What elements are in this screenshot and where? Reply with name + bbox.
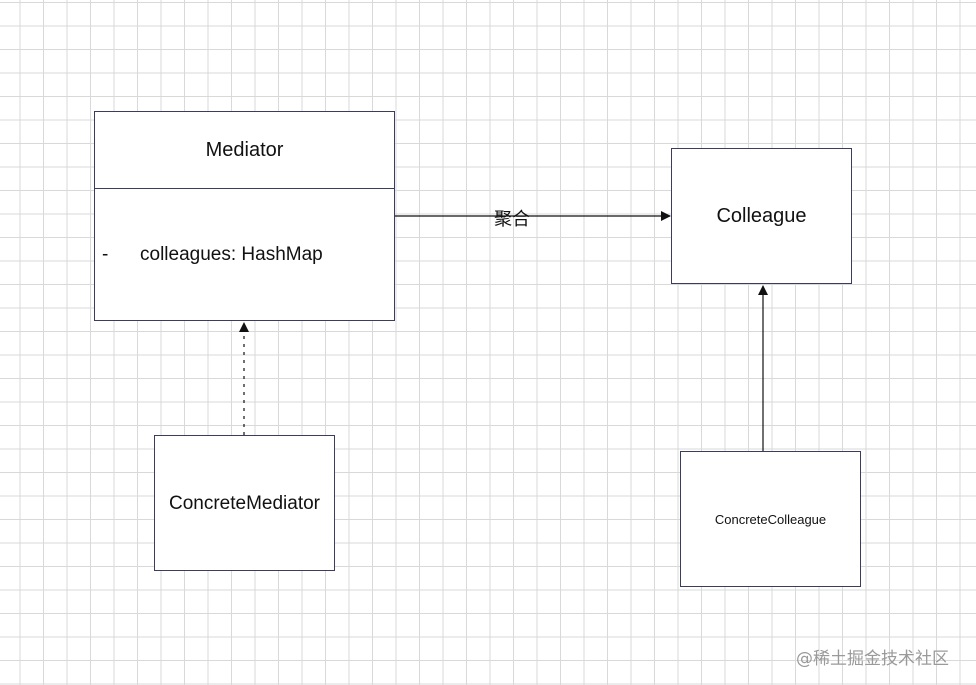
concrete-mediator-class-box[interactable]: ConcreteMediator <box>154 435 335 571</box>
attribute-text: colleagues: HashMap <box>140 244 323 265</box>
mediator-class-box[interactable]: Mediator - colleagues: HashMap <box>94 111 395 321</box>
mediator-class-name: Mediator <box>205 139 284 161</box>
attribute-visibility-marker: - <box>102 244 109 265</box>
concrete-colleague-class-name: ConcreteColleague <box>714 512 827 527</box>
mediator-compartment-divider <box>95 188 394 189</box>
concrete-colleague-class-box[interactable]: ConcreteColleague <box>680 451 861 587</box>
watermark-text: @稀土掘金技术社区 <box>796 649 949 669</box>
colleague-class-box[interactable]: Colleague <box>671 148 852 284</box>
colleague-class-name: Colleague <box>716 205 807 227</box>
concrete-mediator-class-name: ConcreteMediator <box>168 493 321 514</box>
aggregation-label: 聚合 <box>494 209 530 230</box>
